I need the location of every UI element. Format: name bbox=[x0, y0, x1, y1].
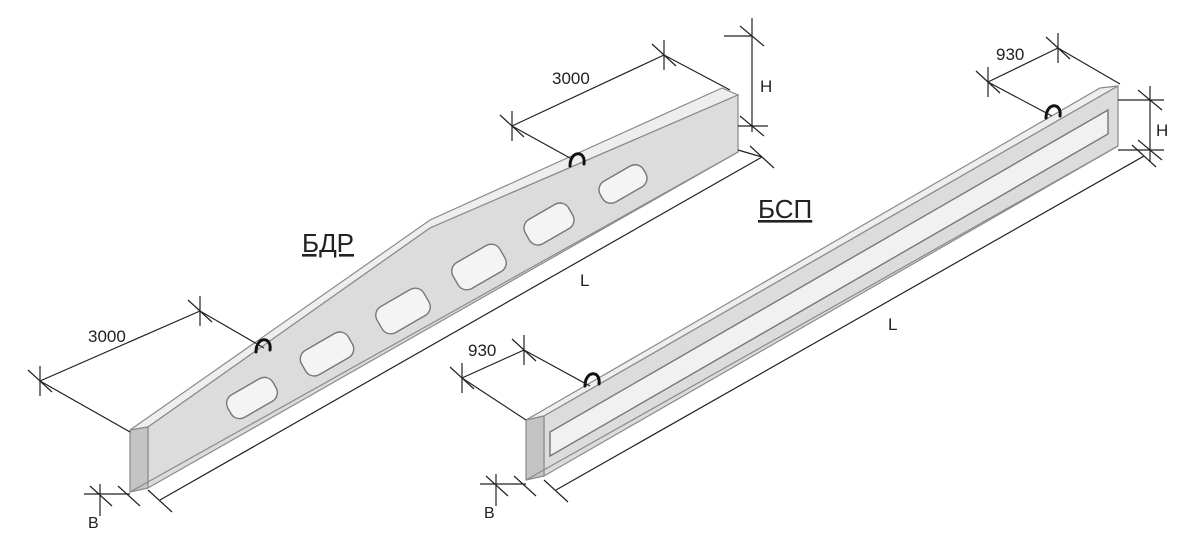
bdr-opening bbox=[598, 164, 648, 204]
bdr-opening bbox=[299, 331, 355, 377]
bsp-end-face bbox=[525, 415, 545, 481]
bdr-front-face bbox=[147, 94, 739, 490]
bdr-dim-height bbox=[724, 18, 768, 137]
bdr-dim-width bbox=[84, 484, 141, 516]
lifting-hook-icon bbox=[1044, 104, 1062, 120]
bsp-label-height: H bbox=[1156, 121, 1168, 140]
bsp-recess-panel bbox=[549, 108, 1109, 458]
bsp-label-span-left: 930 bbox=[468, 341, 496, 360]
bdr-label-span-right: 3000 bbox=[552, 69, 590, 88]
lifting-hook-icon bbox=[583, 372, 601, 388]
lifting-hook-icon bbox=[254, 338, 272, 354]
bsp-dim-right-span bbox=[975, 33, 1121, 117]
bdr-label-height: H bbox=[760, 77, 772, 96]
lifting-hook-icon bbox=[568, 152, 586, 168]
bsp-label-length: L bbox=[888, 315, 897, 334]
bdr-dim-left-span bbox=[27, 296, 265, 433]
bsp-beam: 930 930 H L B БСП bbox=[449, 33, 1168, 522]
bdr-end-face bbox=[129, 426, 149, 493]
bsp-dim-length bbox=[543, 144, 1157, 503]
bdr-label-length: L bbox=[580, 271, 589, 290]
bdr-opening bbox=[225, 376, 279, 420]
bsp-dim-left-span bbox=[449, 335, 591, 421]
bsp-label-width: B bbox=[484, 505, 495, 522]
bdr-title: БДР bbox=[302, 228, 354, 258]
bdr-opening bbox=[451, 243, 507, 291]
bsp-dim-width bbox=[480, 474, 537, 506]
bdr-label-width: B bbox=[88, 515, 99, 532]
bdr-label-span-left: 3000 bbox=[88, 327, 126, 346]
bdr-beam: 3000 3000 H L B БДР bbox=[27, 18, 775, 532]
bdr-openings bbox=[225, 164, 648, 420]
bsp-dim-height bbox=[1118, 86, 1164, 162]
bdr-opening bbox=[375, 287, 431, 335]
bsp-title: БСП bbox=[758, 194, 812, 224]
bdr-dim-right-span bbox=[499, 40, 731, 159]
bdr-opening bbox=[523, 202, 575, 246]
bdr-dim-length bbox=[147, 145, 775, 513]
bsp-label-span-right: 930 bbox=[996, 45, 1024, 64]
